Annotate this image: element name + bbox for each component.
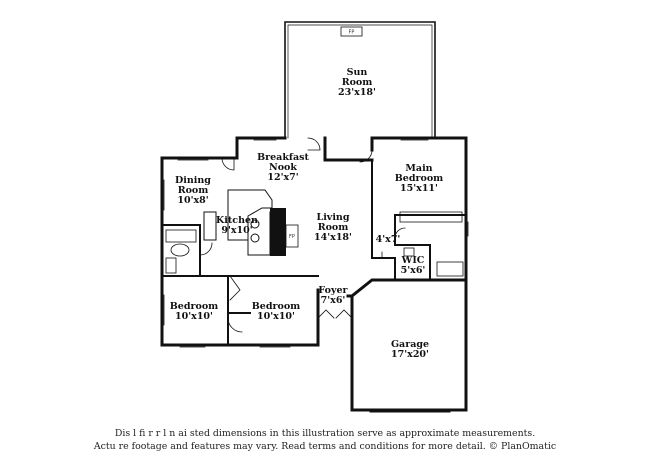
living-room-name1: Living [317,212,350,223]
main-bedroom-name1: Main [405,163,432,174]
dining-room-name2: Room [178,185,209,196]
main-bedroom-dims: 15'x11' [400,183,438,194]
sun-room-name1: Sun [347,67,368,78]
disclaimer-line-2: Actu re footage and features may vary. R… [93,441,557,452]
sun-room-fp-label: FP [349,30,355,36]
interior-walls [161,159,467,346]
breakfast-nook-dims: 12'x7' [267,172,298,183]
dining-room-dims: 10'x8' [177,195,208,206]
wic-dims: 5'x6' [401,265,426,276]
exterior-walls [160,136,468,412]
bedroom-1-dims: 10'x10' [175,311,213,322]
main-bedroom-name2: Bedroom [395,173,443,184]
disclaimer-line-1: Dis l fi r r l n ai sted dimensions in t… [114,428,536,439]
fireplace-hearth [285,224,299,248]
bedroom-2-name: Bedroom [252,301,300,312]
living-room-dims: 14'x18' [314,232,352,243]
closet-dims: 4'x7' [376,234,401,245]
breakfast-nook-name2: Nook [269,162,297,173]
breakfast-nook-name1: Breakfast [257,152,309,163]
kitchen-dims: 9'x10' [221,225,252,236]
sun-room-fireplace [340,26,363,37]
bedroom-2-dims: 10'x10' [257,311,295,322]
bedroom-1-name: Bedroom [170,301,218,312]
kitchen-counters [203,189,273,256]
windows [160,136,469,413]
bath-fixtures [165,211,464,277]
living-fireplace [270,208,286,256]
dining-room-name1: Dining [175,175,211,186]
living-room-name2: Room [318,222,349,233]
foyer-dims: 7'x6' [321,295,346,306]
wic-name: WIC [401,255,425,266]
sun-room-walls [284,21,436,139]
doors [199,137,406,333]
garage-dims: 17'x20' [391,349,429,360]
room-labels: Sun Room 23'x18' Breakfast Nook 12'x7' M… [170,30,443,361]
foyer-name: Foyer [318,285,348,296]
sun-room-dims: 23'x18' [338,87,376,98]
kitchen-name: Kitchen [216,215,258,226]
sun-room-name2: Room [342,77,373,88]
living-fp-label: FP [289,234,295,240]
garage-name: Garage [391,339,429,350]
